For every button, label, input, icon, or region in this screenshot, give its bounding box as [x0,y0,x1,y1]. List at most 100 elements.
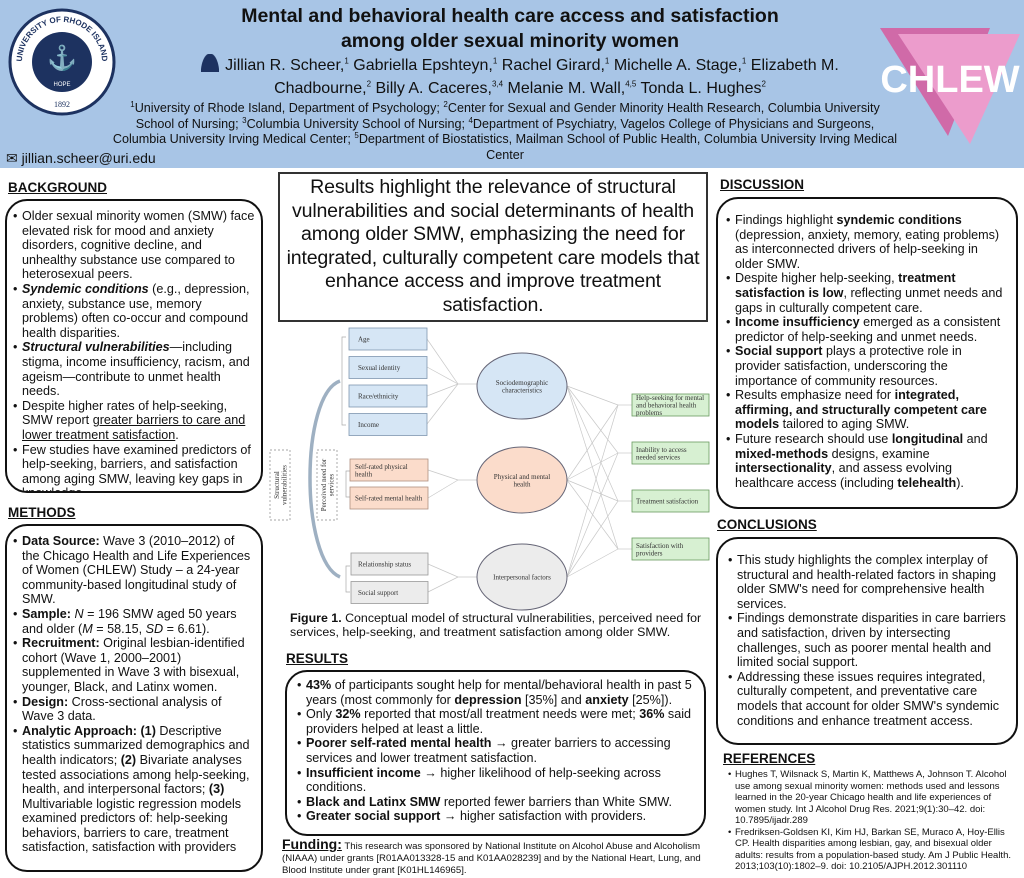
bullet-text: syndemic conditions [836,213,962,227]
outcome-label: Treatment satisfaction [636,498,699,506]
affiliation-number: 1 [130,99,135,109]
methods-box: Data Source: Wave 3 (2010–2012) of the C… [5,524,263,872]
connector-line [566,500,619,578]
predictor-box [348,356,428,379]
results-heading: RESULTS [286,651,349,666]
bullet-text: Black and Latinx SMW [306,794,441,809]
bullet-item: Only 32% reported that most/all treatmen… [297,707,694,736]
connector-line [426,338,459,385]
affiliation-number: 5 [354,130,359,140]
bullet-text: 43% [306,678,332,692]
bullet-text: Sample: [22,606,71,621]
bullet-item: Greater social support → higher satisfac… [297,809,694,824]
figure-caption: Figure 1. Conceptual model of structural… [290,611,710,639]
structural-bracket [308,379,341,579]
bullet-item: Sample: N = 196 SMW aged 50 years and ol… [13,607,255,636]
bullet-text: greater barriers to care and lower treat… [22,413,246,442]
bullet-text: plays a protective role in provider sati… [735,344,962,388]
bullet-item: Despite higher help-seeking, treatment s… [726,271,1008,315]
affiliation-number: 4 [468,115,473,125]
connector-line [427,563,459,578]
connector-line [427,479,459,499]
bullet-text: [25%]). [628,692,673,707]
bullet-item: Black and Latinx SMW reported fewer barr… [297,795,694,810]
predictor-box [348,413,428,436]
bullet-text: SD [145,621,164,636]
bullet-text: M [82,621,93,636]
bullet-text: Insufficient income [306,765,421,780]
seal-motto: HOPE [53,82,70,88]
affiliation-number: 4,5 [625,79,637,89]
bullet-text: telehealth [897,475,957,490]
bullet-text: Bivariate analyses tested associations a… [22,752,250,797]
bullet-item: Syndemic conditions (e.g., depression, a… [13,282,255,340]
connector-line [566,404,619,578]
affiliation-number: 1 [344,56,349,66]
connector-line [566,548,619,578]
bullet-item: Addressing these issues requires integra… [728,670,1006,728]
bullet-item: 43% of participants sought help for ment… [297,678,694,707]
predictor-label: Age [358,336,370,344]
background-heading: BACKGROUND [8,180,107,195]
bullet-text: (2) [120,752,137,767]
bullet-text: 36% [639,707,665,722]
bullet-item: Recruitment: Original lesbian-identified… [13,636,255,694]
bullet-text: Results emphasize need for [735,388,895,403]
bullet-text: and [963,431,988,446]
connector-line [566,452,619,578]
author-list: Jillian R. Scheer,1 Gabriella Epshteyn,1… [160,54,880,100]
affiliation-text: Center for Sexual and Gender Minority He… [135,101,880,131]
bullet-text: (depression, anxiety, memory, eating pro… [735,227,1000,271]
predictor-label: Income [358,421,379,429]
connector-line [566,479,619,502]
reference-item: Hughes T, Wilsnack S, Martin K, Matthews… [728,769,1022,827]
bullet-text: [35%] and [521,692,586,707]
health-item-box [349,486,429,510]
affiliation-number: 1 [604,56,610,66]
bullet-text: Multivariable logistic regression models… [22,796,242,855]
seal-year: 1892 [54,100,70,109]
predictor-box [348,384,428,408]
bullet-text: Despite higher rates of help-seeking, SM… [22,398,228,428]
bullet-text: = 6.61). [163,621,210,636]
predictor-label: Race/ethnicity [358,393,399,401]
bullet-text: tailored to aging SMW. [779,417,910,432]
bullet-text: Syndemic conditions [22,281,149,296]
affiliation-text: Department of Biostatistics, Mailman Sch… [358,132,898,162]
affiliation-number: 3,4 [491,79,504,89]
contact-email[interactable]: ✉ jillian.scheer@uri.edu [6,150,156,166]
bullet-text: , reflecting unmet needs and gaps in cul… [735,285,1003,315]
predictor-box [348,327,428,351]
bullet-item: Insufficient income → higher likelihood … [297,766,694,795]
bullet-text: Analytic Approach: (1) [22,723,156,738]
person-icon [201,54,220,72]
bullet-text: Descriptive statistics summarized demogr… [22,723,250,767]
bullet-item: Income insufficiency emerged as a consis… [726,315,1008,344]
bullet-text: designs, examine [828,446,930,461]
construct-ellipse [476,543,568,611]
bullet-text: , and assess evolving healthcare access … [735,461,953,490]
author-name: Melanie M. Wall, [503,80,626,97]
group-bracket [345,565,350,593]
poster-header: UNIVERSITY OF RHODE ISLAND ⚓ HOPE 1892 M… [0,0,1024,168]
bullet-text: Income insufficiency [735,315,860,330]
bullet-text: intersectionality [735,461,832,476]
email-text: jillian.scheer@uri.edu [21,150,156,166]
interpersonal-item-label: Relationship status [358,561,411,569]
bullet-text: Data Source: [22,534,100,548]
bullet-text: Addressing these issues requires integra… [737,669,1000,728]
affiliations: 1University of Rhode Island, Department … [110,99,900,163]
bullet-item: Poorer self-rated mental health → greate… [297,736,694,765]
bullet-item: Results emphasize need for integrated, a… [726,388,1008,432]
bullet-text: Findings demonstrate disparities in care… [737,611,1006,670]
construct-label: Interpersonal factors [493,574,551,582]
funding-text: This research was sponsored by National … [282,841,701,876]
bullet-text: integrated, affirming, and structurally … [735,388,987,432]
bullet-text: Structural vulnerabilities [22,340,170,355]
bullet-item: Findings demonstrate disparities in care… [728,611,1006,669]
outcome-box [631,489,710,513]
bullet-text: mixed-methods [735,446,829,461]
